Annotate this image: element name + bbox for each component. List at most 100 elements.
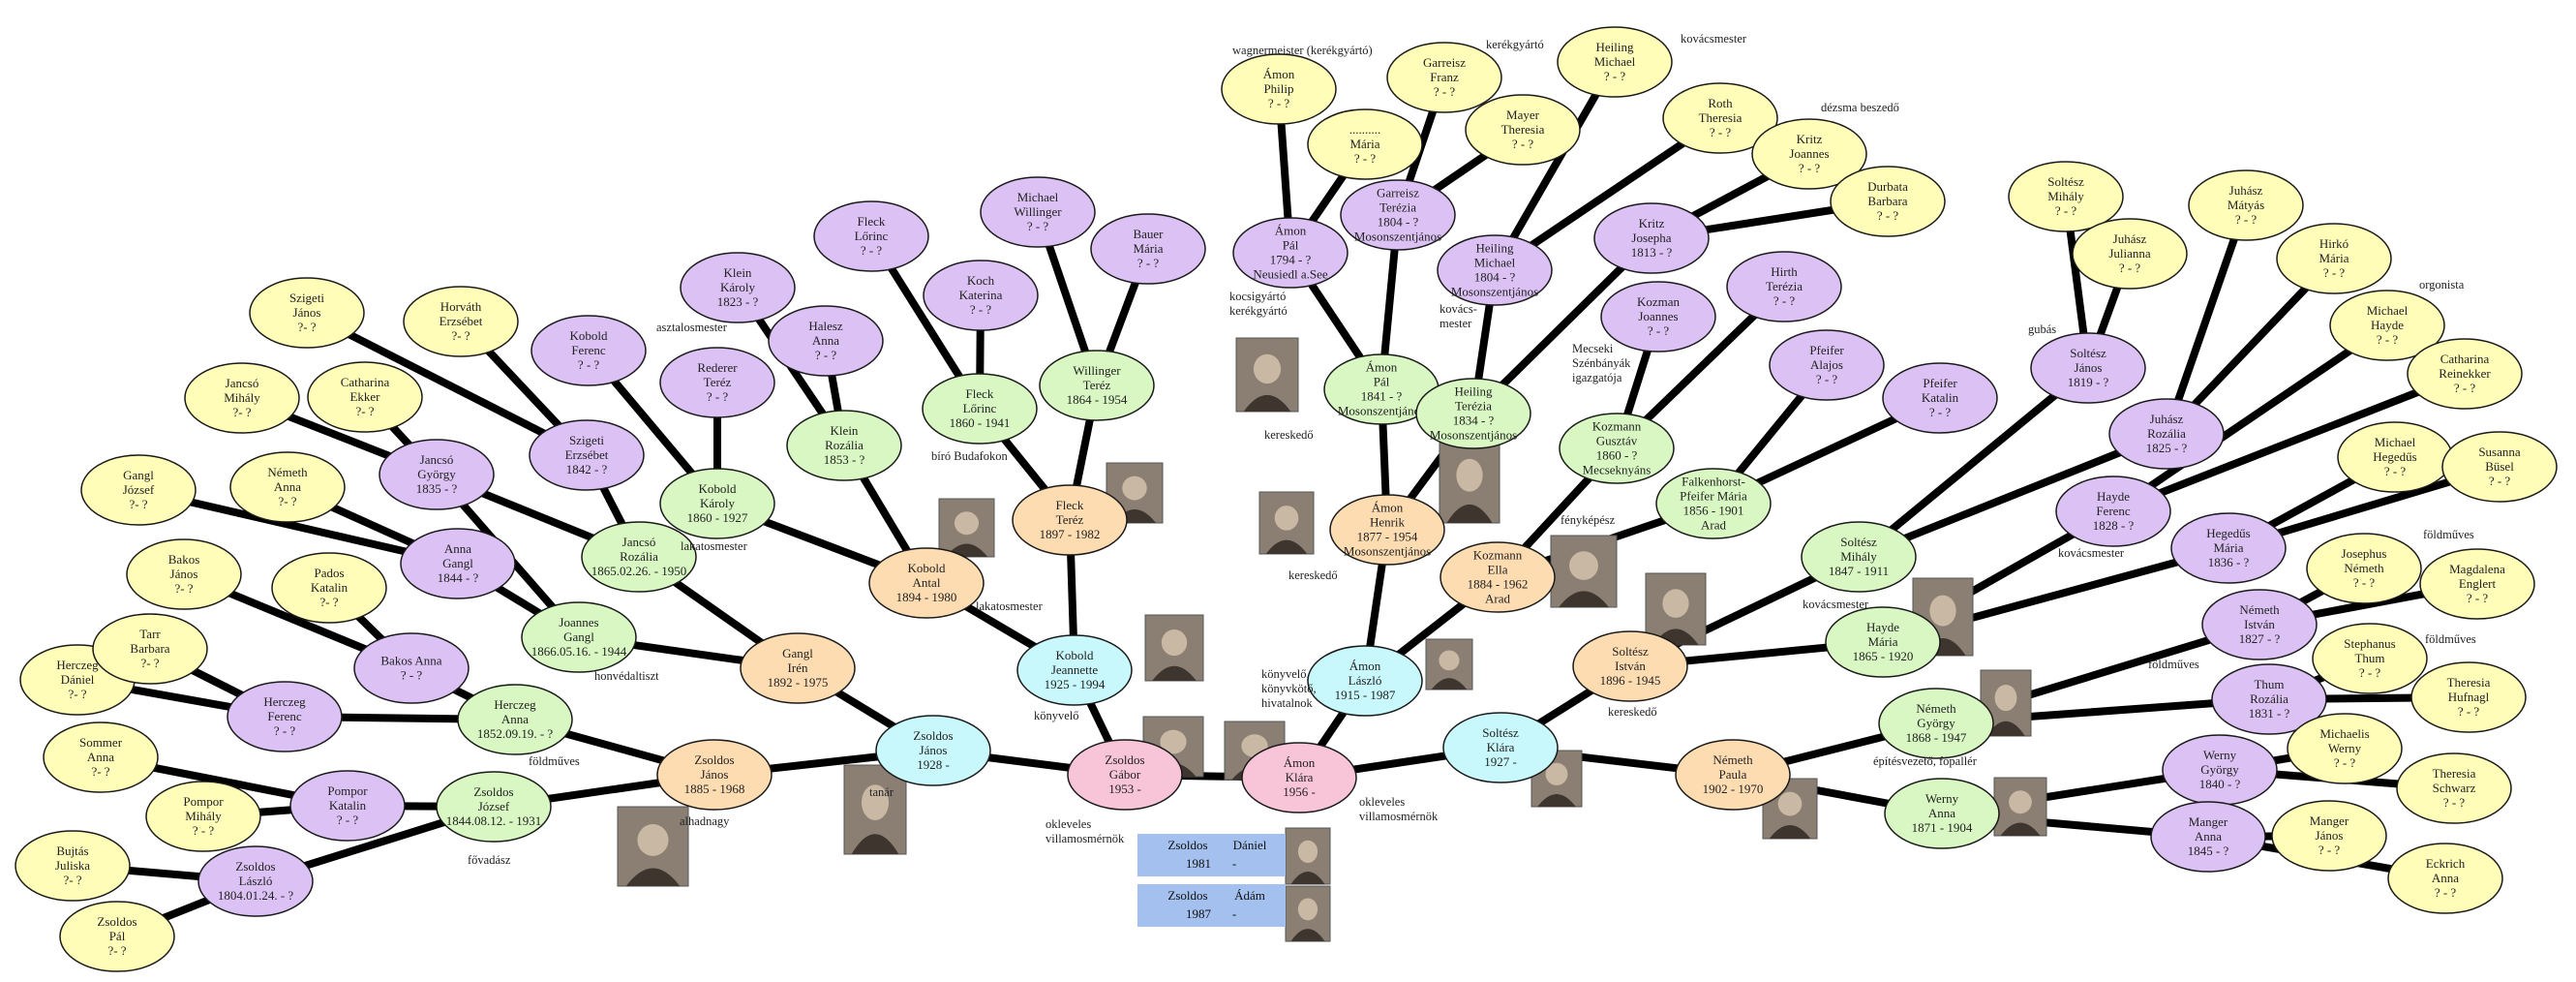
person-node[interactable]: ..........Mária? - ? (1307, 108, 1423, 180)
person-node[interactable]: Bakos Anna? - ? (353, 632, 470, 704)
